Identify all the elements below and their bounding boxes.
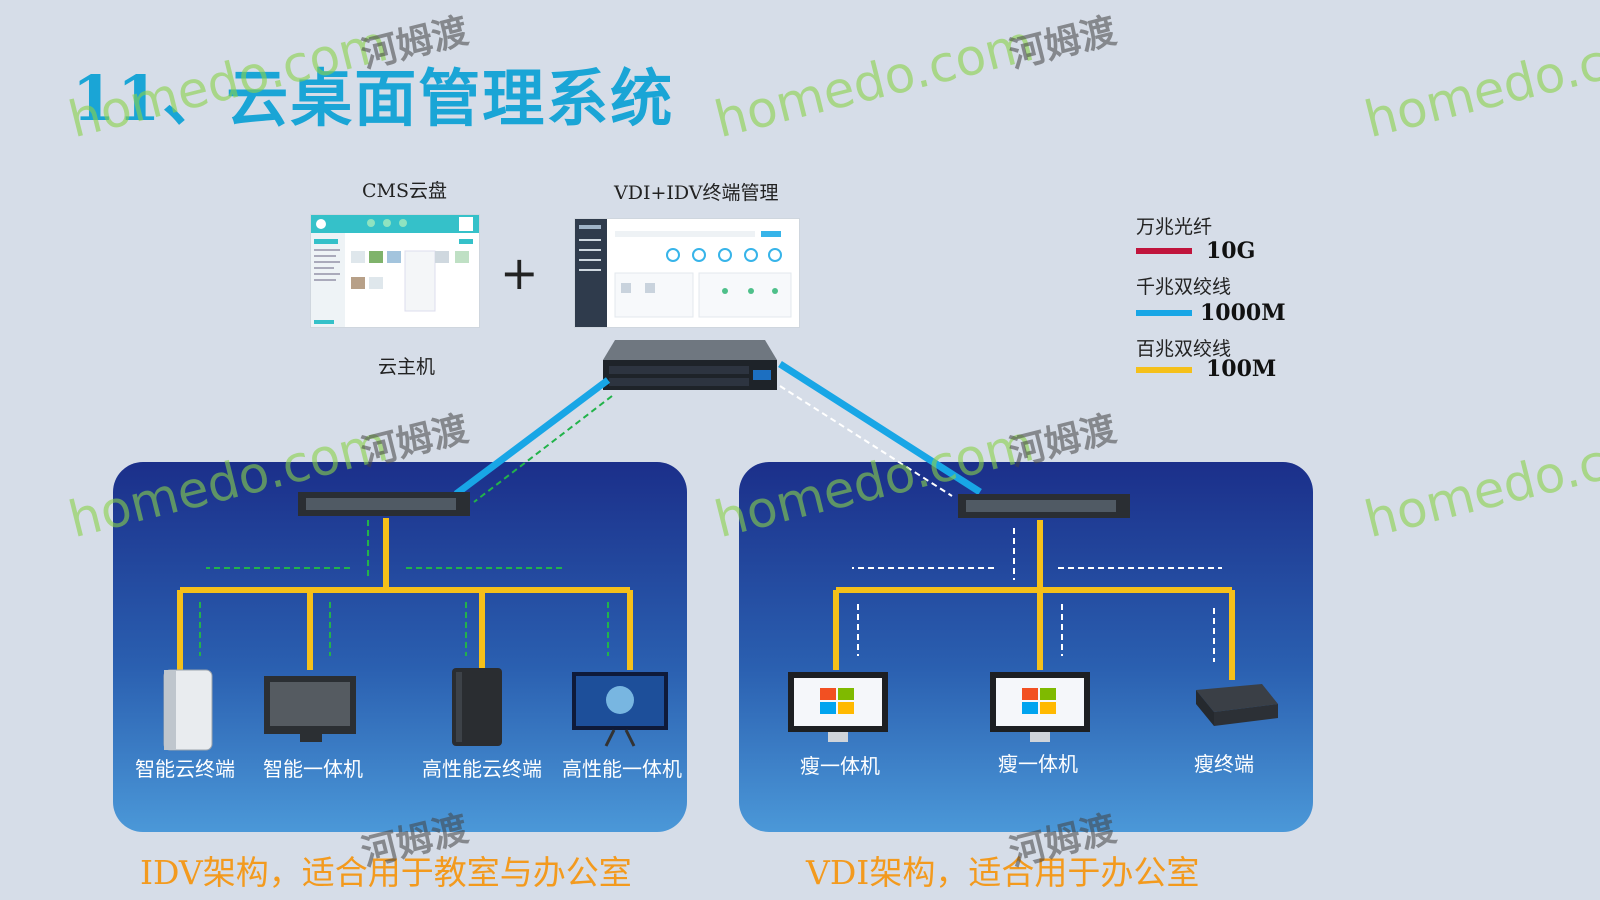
idv-data-flow-line <box>473 395 613 503</box>
cloud-host-label: 云主机 <box>378 356 436 378</box>
legend: 万兆光纤 10G 千兆双绞线 1000M 百兆双绞线 100M <box>1136 212 1316 392</box>
legend-swatch-1000m <box>1136 310 1192 316</box>
vdi-100m-cabling <box>833 520 1235 680</box>
thin-terminal-icon <box>1196 684 1278 726</box>
server-idv-switch-link <box>453 377 611 497</box>
legend-swatch-100m <box>1136 367 1192 373</box>
vdi-switch-icon <box>958 494 1130 518</box>
high-performance-all-in-one-icon <box>572 672 668 747</box>
smart-all-in-one-icon <box>264 676 356 742</box>
smart-cloud-terminal-icon <box>163 669 213 751</box>
idv-architecture-caption: IDV架构，适合用于教室与办公室 <box>140 853 632 892</box>
idv-architecture-panel <box>113 462 687 832</box>
high-performance-cloud-terminal-icon <box>452 668 502 746</box>
vdi-idv-management-screenshot <box>574 218 800 328</box>
idv-device-label-2: 智能一体机 <box>263 757 363 781</box>
legend-title-1000m: 千兆双绞线 <box>1136 276 1232 298</box>
page-title: 11、云桌面管理系统 <box>72 62 675 135</box>
idv-device-label-4: 高性能一体机 <box>562 757 682 781</box>
idv-dashed-flows <box>199 520 609 656</box>
cms-cloud-disk-label: CMS云盘 <box>362 180 448 202</box>
thin-all-in-one-2-icon <box>990 672 1090 742</box>
plus-sign: + <box>500 246 539 300</box>
vdi-device-label-2: 瘦一体机 <box>998 752 1078 776</box>
legend-title-10g: 万兆光纤 <box>1136 216 1213 238</box>
vdi-idv-management-label: VDI+IDV终端管理 <box>614 182 779 204</box>
vdi-data-flow-line <box>779 385 953 497</box>
legend-swatch-10g <box>1136 248 1192 254</box>
legend-value-100m: 100M <box>1206 356 1277 382</box>
server-icon <box>603 340 777 390</box>
cms-screenshot-graphic <box>311 215 479 327</box>
legend-value-1000m: 1000M <box>1200 300 1286 326</box>
legend-value-10g: 10G <box>1206 238 1256 264</box>
legend-title-100m: 百兆双绞线 <box>1136 338 1232 360</box>
vdi-device-label-1: 瘦一体机 <box>800 754 880 778</box>
vdi-architecture-caption: VDI架构，适合用于办公室 <box>806 853 1200 892</box>
cloud-host-server <box>603 338 777 394</box>
idv-device-label-1: 智能云终端 <box>135 757 235 781</box>
vdi-dashed-flows <box>852 528 1222 662</box>
cms-screenshot <box>310 214 480 328</box>
idv-device-label-3: 高性能云终端 <box>422 757 542 781</box>
management-screenshot-graphic <box>575 219 792 327</box>
idv-switch-icon <box>298 492 470 516</box>
vdi-device-label-3: 瘦终端 <box>1194 752 1254 776</box>
idv-100m-cabling <box>177 518 633 670</box>
server-vdi-switch-link <box>778 361 982 495</box>
thin-all-in-one-1-icon <box>788 672 888 742</box>
